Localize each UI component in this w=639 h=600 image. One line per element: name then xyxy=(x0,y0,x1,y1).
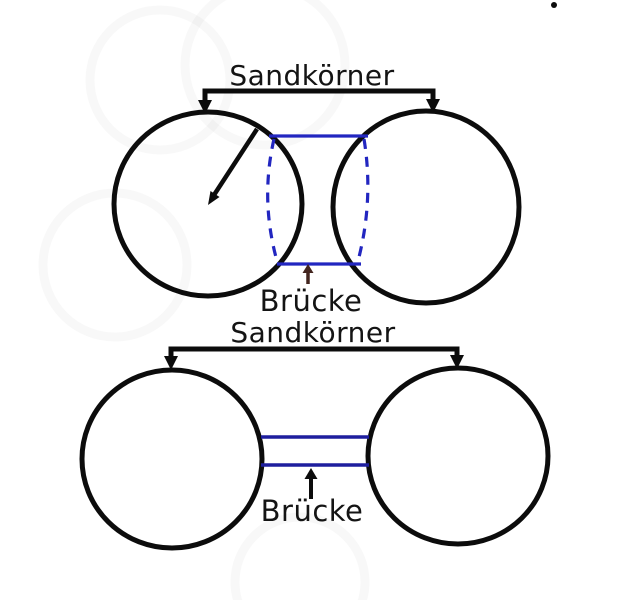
grains-label-top: Sandkörner xyxy=(229,59,394,92)
radius-arrowhead-icon xyxy=(208,191,220,205)
bridge-pointer-arrow-top xyxy=(302,264,314,284)
bridge-pointer-arrow-bottom xyxy=(304,468,318,499)
bridge-label-bottom: Brücke xyxy=(261,494,364,528)
down-arrowhead-icon xyxy=(198,100,212,114)
bottom-diagram: Sandkörner Brücke xyxy=(79,316,551,551)
down-arrowhead-icon xyxy=(450,355,464,369)
up-arrowhead-icon xyxy=(304,468,318,479)
grains-bracket-bottom xyxy=(168,346,460,358)
ghost-circle xyxy=(90,10,230,150)
down-arrowhead-icon xyxy=(426,99,440,113)
stray-dot-mark xyxy=(551,2,557,8)
top-diagram: Sandkörner Brücke xyxy=(111,59,522,318)
right-grain-circle-bottom xyxy=(365,365,551,547)
bridge-left-meniscus-dashed xyxy=(266,138,279,262)
left-grain-circle-bottom xyxy=(79,367,265,551)
down-arrowhead-icon xyxy=(164,356,178,370)
radius-line xyxy=(212,127,259,197)
grains-label-bottom: Sandkörner xyxy=(230,316,395,349)
bridge-label-top: Brücke xyxy=(260,284,363,318)
right-grain-circle-top xyxy=(330,108,522,306)
grains-bracket-top xyxy=(202,88,436,103)
bridge-right-meniscus-dashed xyxy=(356,138,370,262)
left-grain-circle-top xyxy=(111,109,305,299)
up-arrowhead-icon xyxy=(302,264,314,273)
ghost-circle xyxy=(235,517,365,600)
